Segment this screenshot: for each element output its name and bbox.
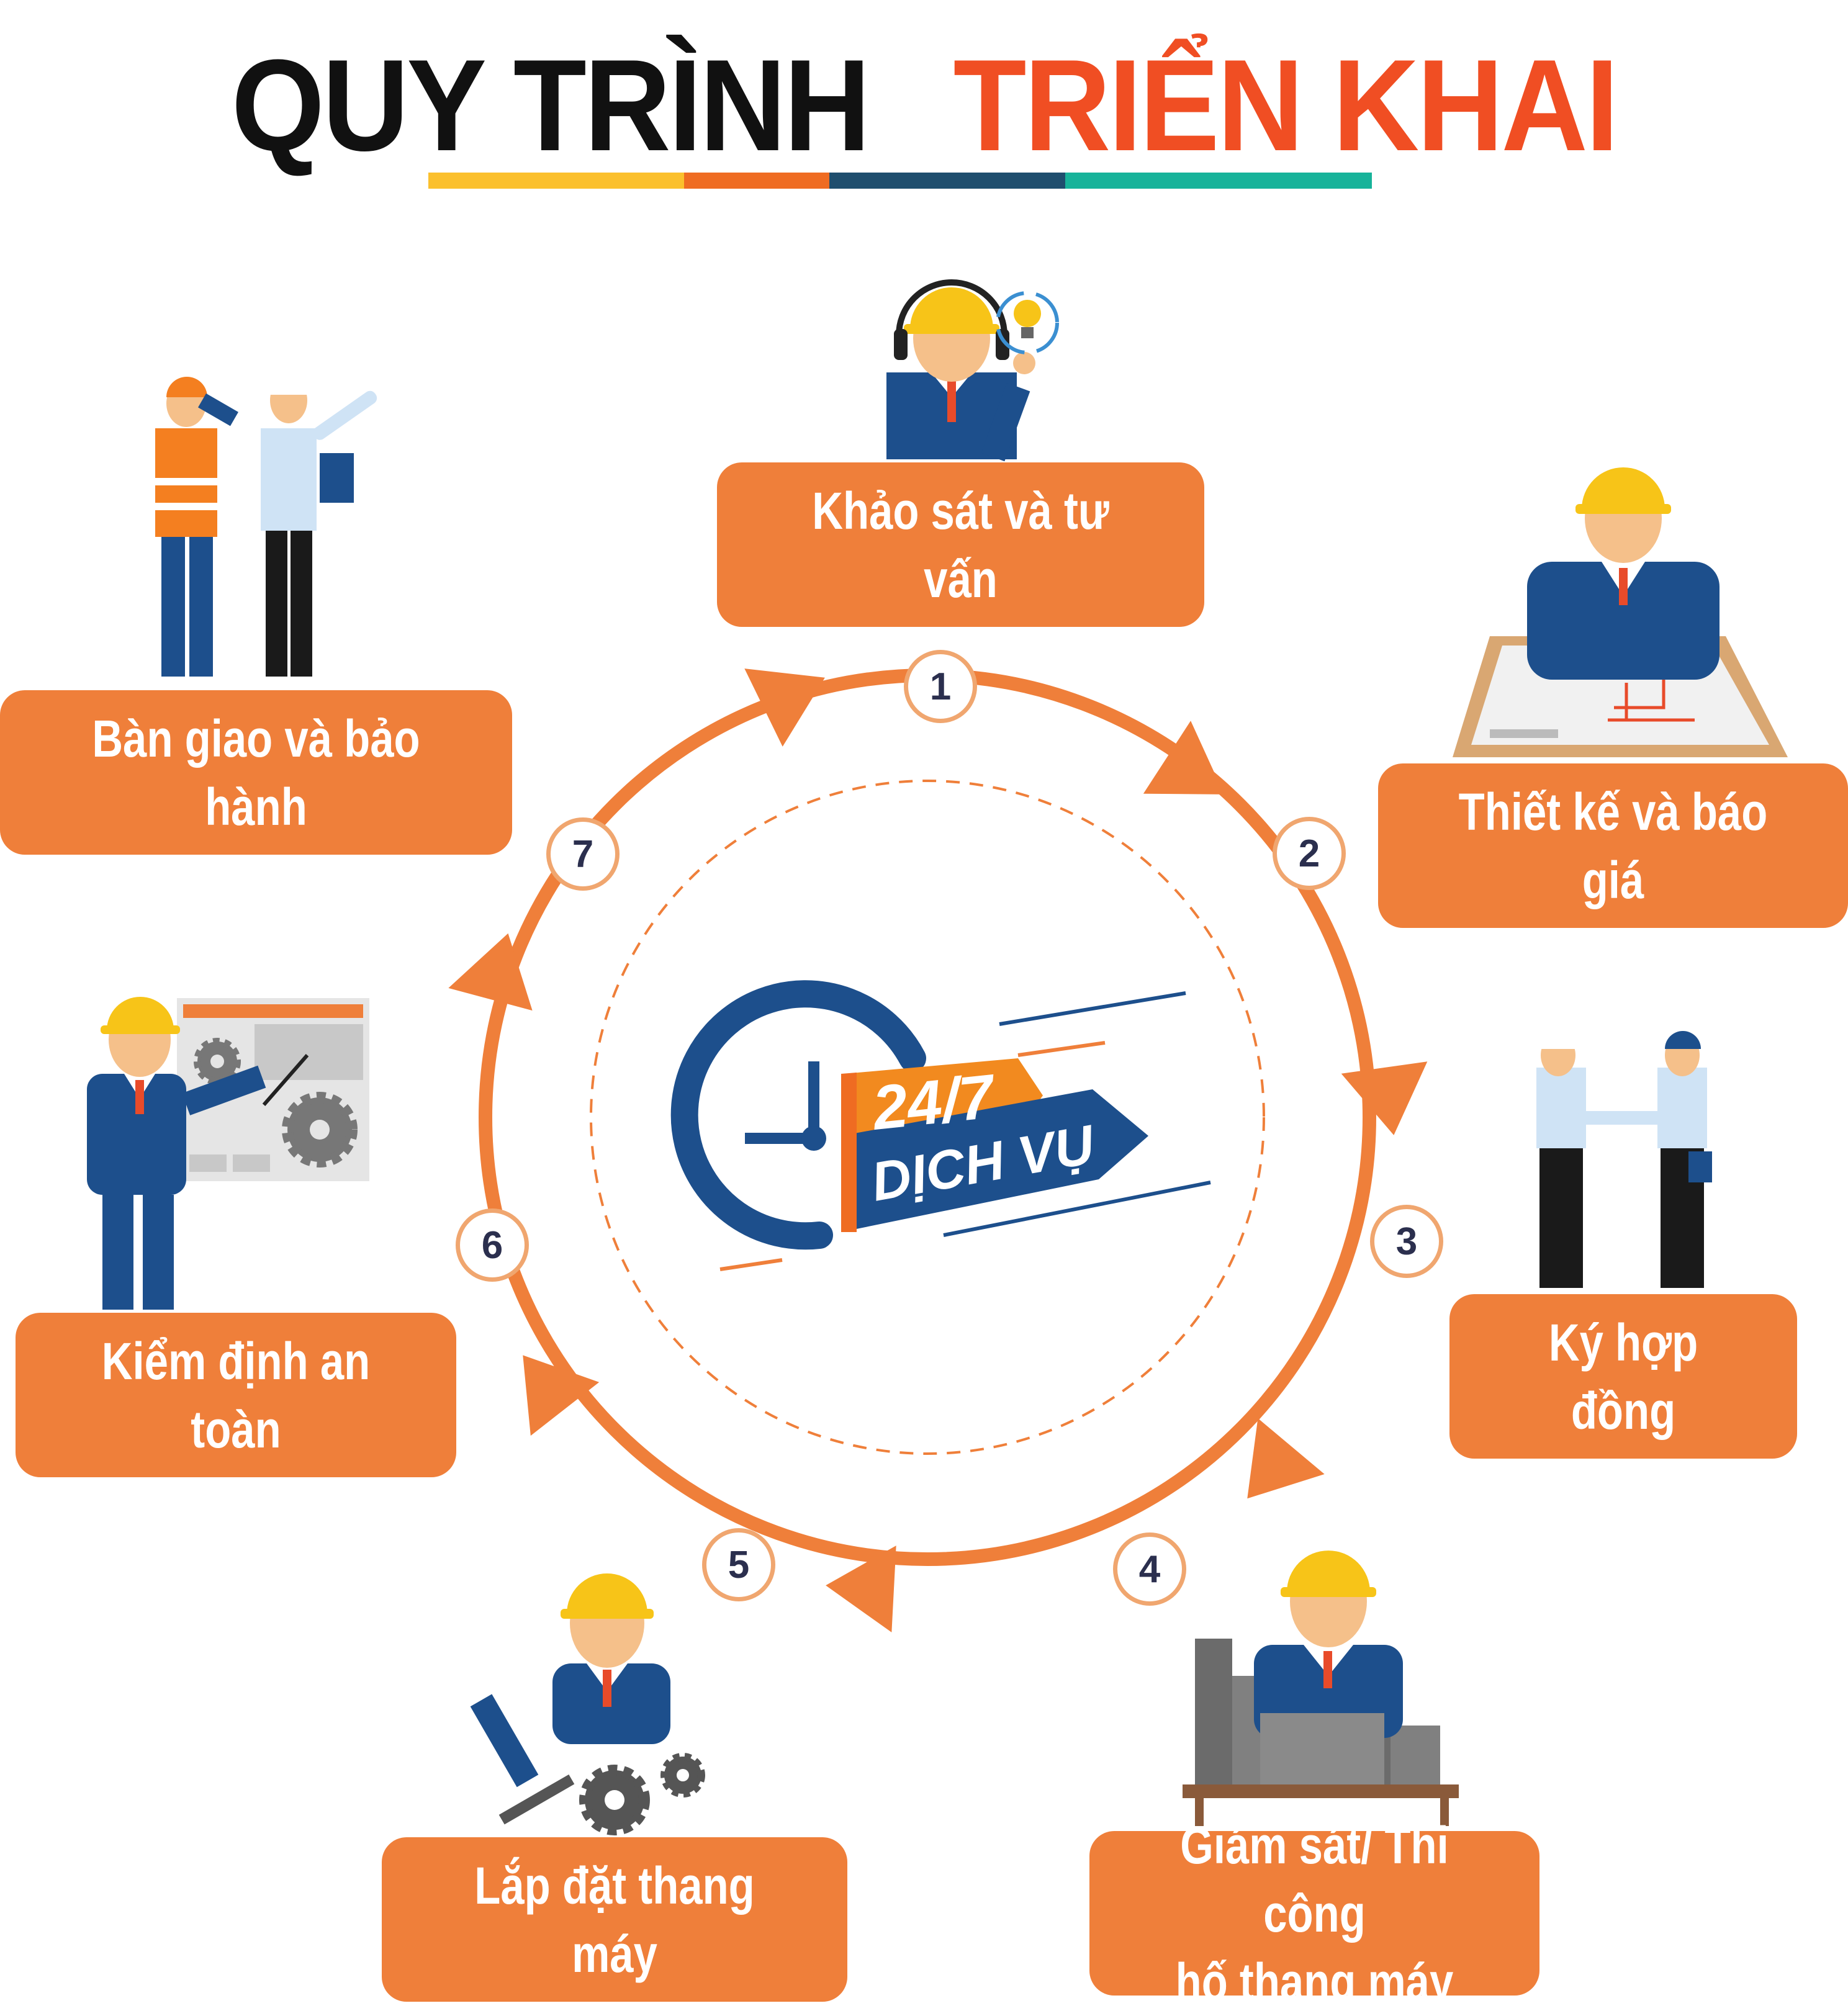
arrow-5-6 bbox=[523, 1355, 600, 1436]
step-2-label: Thiết kế và báo giá bbox=[1458, 782, 1768, 909]
handshake-icon bbox=[1536, 1031, 1712, 1288]
step-6-number: 6 bbox=[456, 1208, 529, 1282]
logo-line bbox=[999, 991, 1186, 1026]
step-4-number: 4 bbox=[1113, 1532, 1186, 1606]
title-part1: QUY TRÌNH bbox=[231, 32, 871, 178]
step-2-box[interactable]: Thiết kế và báo giá bbox=[1378, 763, 1848, 928]
step-1-box[interactable]: Khảo sát và tư vấn bbox=[717, 462, 1204, 627]
arrow-7-1 bbox=[744, 668, 825, 747]
clock-hand-horizontal bbox=[745, 1133, 819, 1144]
banner-orange-edge bbox=[841, 1073, 857, 1232]
inner-dashed-ring bbox=[590, 780, 1265, 1455]
step-7-label: Bàn giao và bảo hành bbox=[92, 709, 420, 836]
step-5-label: Lắp đặt thang máy bbox=[474, 1856, 755, 1983]
step-7-box[interactable]: Bàn giao và bảo hành bbox=[0, 690, 512, 855]
construction-buildings-icon bbox=[1183, 1550, 1459, 1826]
title-bar-navy bbox=[829, 173, 1065, 189]
page-title: QUY TRÌNH TRIỂN KHAI bbox=[74, 25, 1774, 186]
arrow-3-4 bbox=[1247, 1418, 1325, 1499]
step-2-number: 2 bbox=[1273, 817, 1346, 890]
step-4-label: Giám sát/ Thi công hố thang máy bbox=[1175, 1816, 1454, 2011]
arrow-4-5 bbox=[826, 1546, 896, 1632]
step-5-number: 5 bbox=[702, 1528, 775, 1601]
title-part2: TRIỂN KHAI bbox=[953, 32, 1619, 178]
logo-line bbox=[719, 1258, 783, 1271]
step-6-box[interactable]: Kiểm định an toàn bbox=[16, 1313, 456, 1477]
step-6-label: Kiểm định an toàn bbox=[101, 1331, 371, 1459]
clock-center bbox=[801, 1126, 826, 1151]
title-bar-yellow bbox=[428, 173, 684, 189]
step-1-label: Khảo sát và tư vấn bbox=[812, 481, 1109, 608]
step-4-box[interactable]: Giám sát/ Thi công hố thang máy bbox=[1089, 1816, 1539, 2011]
cycle-arrows bbox=[448, 668, 1428, 1632]
arrow-6-7 bbox=[448, 933, 533, 1011]
arrow-1-2 bbox=[1143, 721, 1225, 794]
designer-blueprint-icon bbox=[1453, 467, 1788, 757]
logo-line bbox=[1017, 1041, 1106, 1057]
consultant-headset-icon bbox=[886, 279, 1059, 462]
step-7-number: 7 bbox=[546, 817, 620, 891]
title-bar-orange bbox=[684, 173, 829, 189]
title-underline bbox=[428, 173, 1372, 189]
center-logo: 24/7 DỊCH VỤ bbox=[670, 980, 1211, 1271]
installer-gears-icon bbox=[470, 1573, 705, 1835]
handover-workers-icon bbox=[155, 376, 377, 677]
banner-navy bbox=[841, 1089, 1148, 1232]
logo-line bbox=[943, 1181, 1211, 1237]
title-bar-teal bbox=[1065, 173, 1372, 189]
clock-hand-vertical bbox=[808, 1061, 819, 1142]
clock-icon bbox=[670, 980, 926, 1250]
step-5-box[interactable]: Lắp đặt thang máy bbox=[382, 1837, 847, 2002]
center-line1: 24/7 bbox=[868, 1061, 1000, 1143]
inspector-presentation-icon bbox=[87, 997, 369, 1310]
step-3-label: Ký hợp đồng bbox=[1548, 1313, 1698, 1440]
step-3-number: 3 bbox=[1370, 1205, 1443, 1278]
arrow-2-3 bbox=[1341, 1061, 1428, 1135]
step-3-box[interactable]: Ký hợp đồng bbox=[1449, 1294, 1797, 1459]
step-1-number: 1 bbox=[904, 650, 977, 723]
